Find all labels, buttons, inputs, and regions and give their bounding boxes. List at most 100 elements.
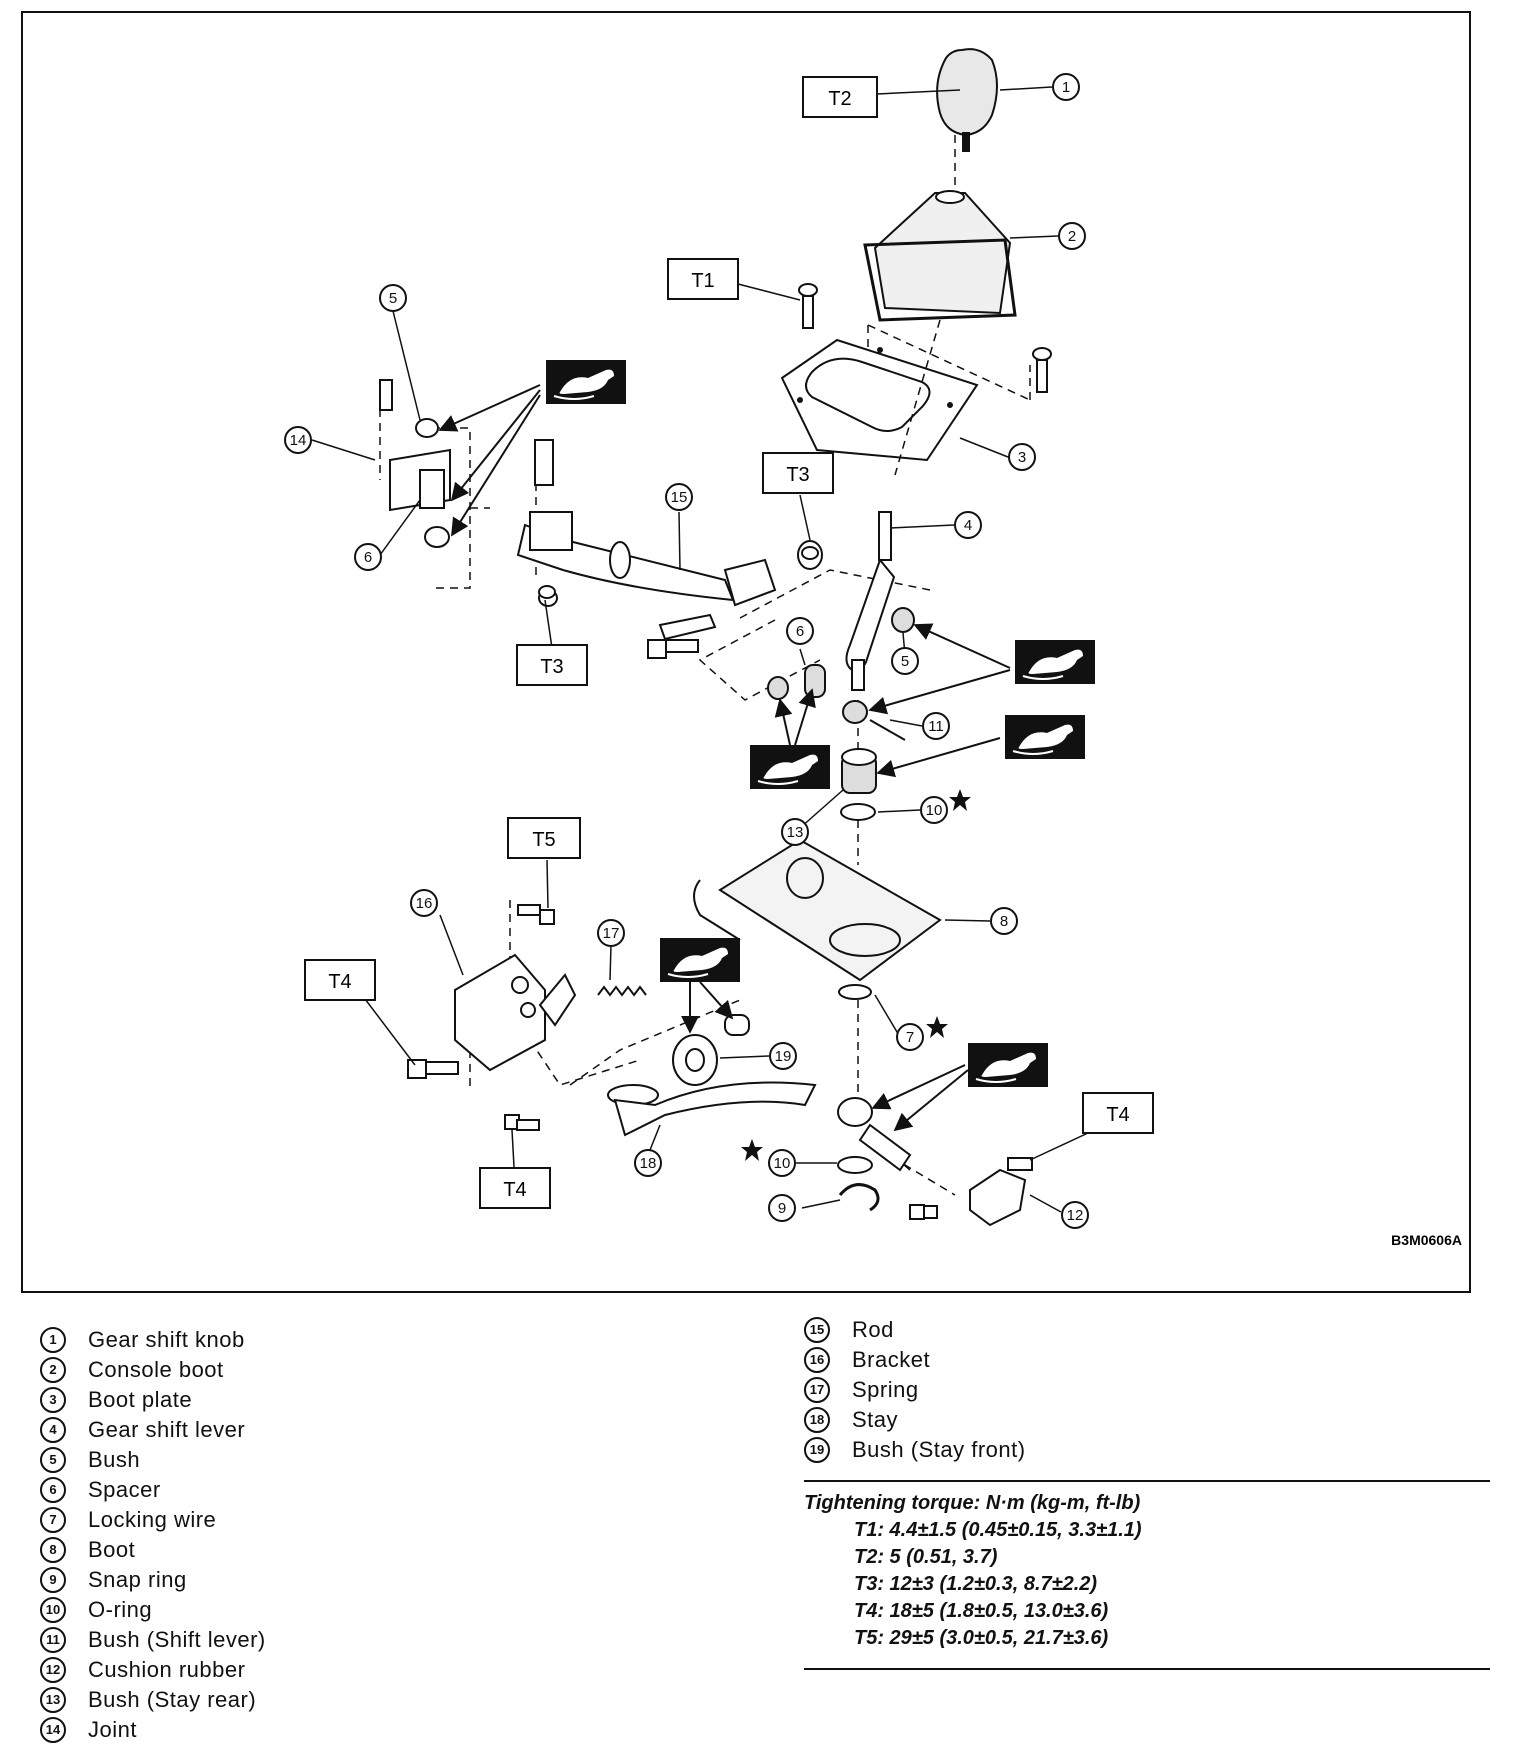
callout-4: 4 (954, 511, 982, 539)
gear-shift-lever-drawing (845, 511, 896, 691)
star-mark-icon (741, 789, 971, 1161)
torque-tag-t2: T2 (802, 76, 878, 118)
svg-text:18: 18 (640, 1155, 657, 1172)
svg-text:10: 10 (774, 1155, 791, 1172)
legend-label: Bush (Stay rear) (88, 1687, 257, 1712)
legend-item: 7 Locking wire (40, 1505, 266, 1535)
torque-spec: T5: 29±5 (3.0±0.5, 21.7±3.6) (854, 1627, 1109, 1649)
rod-drawing (516, 439, 823, 641)
legend-number: 14 (40, 1717, 66, 1743)
torque-tag-t4: T4 (304, 959, 376, 1001)
svg-text:14: 14 (290, 432, 307, 449)
legend-number: 1 (40, 1327, 66, 1353)
callout-13: 13 (781, 818, 809, 846)
legend-label: Locking wire (88, 1507, 217, 1532)
svg-text:16: 16 (416, 895, 433, 912)
callout-1: 1 (1052, 73, 1080, 101)
svg-text:11: 11 (928, 718, 944, 735)
svg-text:3: 3 (1018, 449, 1026, 466)
callout-6: 6 (354, 543, 382, 571)
legend-number: 18 (804, 1407, 830, 1433)
callout-16: 16 (410, 889, 438, 917)
legend-label: Spring (852, 1377, 919, 1402)
callout-10: 10 (768, 1149, 796, 1177)
callout-14: 14 (284, 426, 312, 454)
legend-label: Bracket (852, 1347, 931, 1372)
torque-tag-t3: T3 (762, 452, 834, 494)
figure-frame (21, 11, 1471, 1293)
legend-label: Stay (852, 1407, 899, 1432)
svg-text:T4: T4 (503, 1179, 526, 1201)
legend-number: 17 (804, 1377, 830, 1403)
legend-item: 16 Bracket (804, 1345, 1026, 1375)
callout-9: 9 (768, 1194, 796, 1222)
callout-11: 11 (922, 712, 950, 740)
divider-rule (804, 1668, 1490, 1670)
legend-number: 13 (40, 1687, 66, 1713)
joint-drawing (379, 379, 451, 548)
grease-icon (967, 1042, 1049, 1088)
svg-text:6: 6 (796, 623, 804, 640)
svg-text:T2: T2 (828, 88, 851, 110)
svg-text:13: 13 (787, 824, 804, 841)
legend-label: Bush (Stay front) (852, 1437, 1026, 1462)
svg-text:9: 9 (778, 1200, 786, 1217)
svg-text:1: 1 (1062, 79, 1070, 96)
spacer-drawing (767, 664, 826, 700)
figure-code: B3M0606A (1391, 1232, 1462, 1248)
legend-label: Boot plate (88, 1387, 193, 1412)
callout-5: 5 (891, 647, 919, 675)
legend-label: Spacer (88, 1477, 161, 1502)
torque-spec: T3: 12±3 (1.2±0.3, 8.7±2.2) (854, 1573, 1098, 1595)
legend-label: Bush (Shift lever) (88, 1627, 266, 1652)
cushion-rubber-drawing (914, 1157, 1033, 1227)
callout-17: 17 (597, 919, 625, 947)
legend-number: 8 (40, 1537, 66, 1563)
divider-rule (804, 1480, 1490, 1482)
legend-item: 11 Bush (Shift lever) (40, 1625, 266, 1655)
callout-10: 10 (920, 796, 948, 824)
torque-title: Tightening torque: N·m (kg-m, ft-lb) (804, 1492, 1141, 1514)
svg-text:7: 7 (906, 1029, 914, 1046)
bush-drawing (842, 607, 915, 741)
legend-number: 16 (804, 1347, 830, 1373)
torque-tag-t4: T4 (479, 1167, 551, 1209)
spring-drawing (597, 985, 647, 997)
grease-icon (545, 359, 627, 405)
legend-item: 18 Stay (804, 1405, 1026, 1435)
legend-number: 7 (40, 1507, 66, 1533)
gear-shift-knob-drawing (936, 48, 998, 152)
svg-text:T4: T4 (1106, 1104, 1129, 1126)
legend-item: 17 Spring (804, 1375, 1026, 1405)
tightening-torque-block: Tightening torque: N·m (kg-m, ft-lb) T1:… (804, 1490, 1490, 1652)
torque-spec: T1: 4.4±1.5 (0.45±0.15, 3.3±1.1) (854, 1519, 1142, 1541)
svg-text:10: 10 (926, 802, 943, 819)
callout-12: 12 (1061, 1201, 1089, 1229)
legend-item: 13 Bush (Stay rear) (40, 1685, 266, 1715)
grease-pointer-arrows (438, 384, 1011, 1132)
legend-number: 3 (40, 1387, 66, 1413)
svg-text:12: 12 (1067, 1207, 1084, 1224)
bracket-drawing (454, 953, 577, 1072)
legend-label: Cushion rubber (88, 1657, 246, 1682)
callout-2: 2 (1058, 222, 1086, 250)
callout-18: 18 (634, 1149, 662, 1177)
svg-text:8: 8 (1000, 913, 1008, 930)
legend-number: 6 (40, 1477, 66, 1503)
snap-ring-drawing (838, 1183, 880, 1212)
torque-tag-t1: T1 (667, 258, 739, 300)
callout-15: 15 (665, 483, 693, 511)
exploded-parts-diagram: T2 T1 T3 T3 T5 T4 T4 T4 1 2 3 4 5 5 6 6 … (21, 11, 1471, 1293)
torque-tag-t5: T5 (507, 817, 581, 859)
svg-text:4: 4 (964, 517, 972, 534)
legend-number: 2 (40, 1357, 66, 1383)
legend-number: 11 (40, 1627, 66, 1653)
legend-label: Joint (88, 1717, 137, 1742)
